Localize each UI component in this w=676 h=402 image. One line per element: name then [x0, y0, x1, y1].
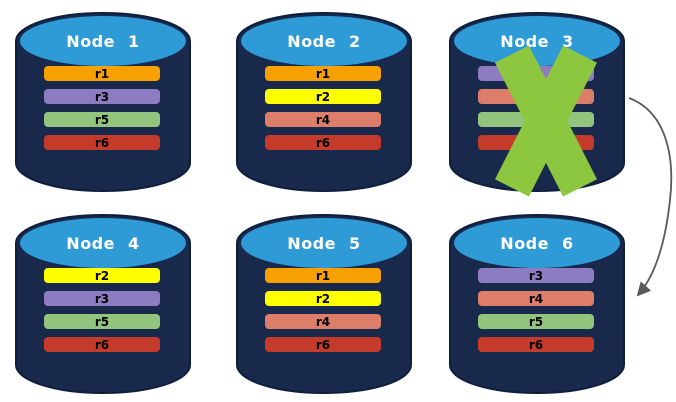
replica-label-r4: r4: [316, 113, 330, 127]
replica-label-r3: r3: [529, 269, 543, 283]
node-label: Node 5: [287, 234, 360, 253]
replica-label-r1: r1: [316, 67, 330, 81]
node-label: Node 1: [66, 32, 139, 51]
database-cylinder-icon: Node 4 r2 r3 r5 r6: [15, 214, 191, 394]
replica-bar-r2: [265, 291, 381, 306]
database-cylinder-icon: Node 2 r1 r2 r4 r6: [236, 12, 412, 192]
replica-bar-r3: [44, 291, 160, 306]
database-cylinder-icon: Node 1 r1 r3 r5 r6: [15, 12, 191, 192]
replica-label-r6: r6: [529, 338, 543, 352]
replica-label-r1: r1: [95, 67, 109, 81]
cylinder-top: [454, 218, 620, 268]
replica-bar-r2: [265, 89, 381, 104]
replica-bar-r5: [478, 314, 594, 329]
replica-label-r6: r6: [316, 338, 330, 352]
failover-arrow-path: [628, 97, 673, 297]
replica-bar-r1: [265, 66, 381, 81]
node-3: Node 3r3r4r5r6: [448, 10, 626, 206]
replica-label-r5: r5: [95, 113, 109, 127]
node-label: Node 2: [287, 32, 360, 51]
replica-bar-r6: [44, 135, 160, 150]
cylinder-top: [241, 16, 407, 66]
node-label: Node 4: [66, 234, 139, 253]
replica-label-r6: r6: [95, 338, 109, 352]
replica-label-r3: r3: [95, 90, 109, 104]
failure-x-icon: [495, 45, 597, 197]
replica-bar-r5: [44, 314, 160, 329]
node-1: Node 1 r1 r3 r5 r6: [14, 10, 192, 206]
node-label: Node 6: [500, 234, 573, 253]
node-2: Node 2 r1 r2 r4 r6: [235, 10, 413, 206]
cylinder-top: [20, 218, 186, 268]
replica-bar-r3: [44, 89, 160, 104]
replica-label-r4: r4: [316, 315, 330, 329]
replica-label-r2: r2: [95, 269, 109, 283]
replica-bar-r4: [265, 314, 381, 329]
replica-label-r3: r3: [95, 292, 109, 306]
replica-bar-r2: [44, 268, 160, 283]
replica-label-r2: r2: [316, 292, 330, 306]
replica-bar-r1: [265, 268, 381, 283]
replica-label-r5: r5: [95, 315, 109, 329]
database-cylinder-icon: Node 6 r3 r4 r5 r6: [449, 214, 625, 394]
replica-bar-r5: [44, 112, 160, 127]
replica-bar-r6: [478, 337, 594, 352]
node-4: Node 4 r2 r3 r5 r6: [14, 212, 192, 402]
replica-bar-r1: [44, 66, 160, 81]
replica-bar-r6: [265, 135, 381, 150]
replica-bar-r3: [478, 268, 594, 283]
replica-label-r6: r6: [316, 136, 330, 150]
replica-bar-r4: [265, 112, 381, 127]
replica-bar-r6: [265, 337, 381, 352]
x-stroke: [495, 45, 597, 197]
replica-bar-r4: [478, 291, 594, 306]
cylinder-top: [20, 16, 186, 66]
replica-bar-r6: [44, 337, 160, 352]
node-label: Node 3: [500, 32, 573, 51]
replica-label-r4: r4: [529, 292, 543, 306]
cylinder-top: [241, 218, 407, 268]
node-5: Node 5 r1 r2 r4 r6: [235, 212, 413, 402]
replica-label-r1: r1: [316, 269, 330, 283]
node-6: Node 6 r3 r4 r5 r6: [448, 212, 626, 402]
replica-label-r2: r2: [316, 90, 330, 104]
replica-label-r5: r5: [529, 315, 543, 329]
replica-label-r6: r6: [95, 136, 109, 150]
database-cylinder-icon: Node 5 r1 r2 r4 r6: [236, 214, 412, 394]
